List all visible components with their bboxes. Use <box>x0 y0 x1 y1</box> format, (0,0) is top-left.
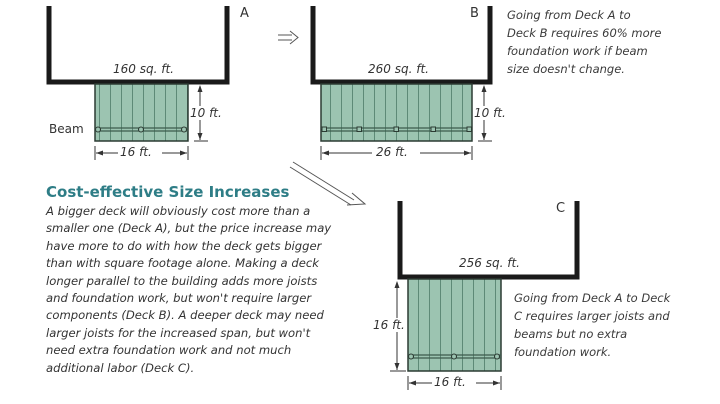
deck-b-diagram <box>310 6 493 160</box>
deck-a-depth: 10 ft. <box>190 106 222 120</box>
deck-b-note: Going from Deck A to Deck B requires 60%… <box>507 8 662 76</box>
deck-a-letter: A <box>240 6 249 21</box>
article-body: A bigger deck will obviously cost more t… <box>46 204 332 375</box>
house-outline-c <box>397 201 580 280</box>
deck-a-width: 16 ft. <box>120 145 152 159</box>
house-outline-a <box>46 6 230 85</box>
beam-label: Beam <box>49 122 84 136</box>
deck-b-depth: 10 ft. <box>474 106 506 120</box>
deck-c-width: 16 ft. <box>434 375 466 389</box>
deck-c-letter: C <box>556 201 566 216</box>
article-heading: Cost-effective Size Increases <box>46 183 290 201</box>
deck-b-area: 260 sq. ft. <box>368 62 429 76</box>
deck-a-diagram <box>46 6 230 160</box>
diagonal-arrow-icon <box>289 161 367 206</box>
deck-c-area: 256 sq. ft. <box>459 256 520 270</box>
deck-c-diagram <box>390 201 580 390</box>
deck-b-boards <box>320 83 473 142</box>
deck-a-area: 160 sq. ft. <box>113 62 174 76</box>
deck-b-letter: B <box>470 6 479 21</box>
right-arrow-icon <box>278 30 299 45</box>
deck-b-width: 26 ft. <box>376 145 408 159</box>
deck-c-depth: 16 ft. <box>373 318 405 332</box>
deck-c-note: Going from Deck A to Deck C requires lar… <box>514 291 671 359</box>
house-outline-b <box>310 6 493 85</box>
